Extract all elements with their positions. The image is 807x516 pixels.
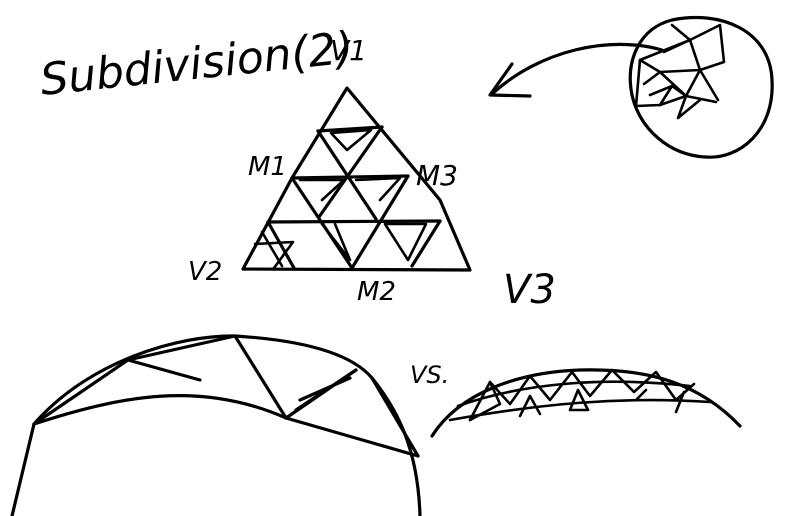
vertex-label-v3: V3: [503, 267, 556, 313]
zoom-detail: [628, 15, 774, 159]
coarse-dome-rib-2: [233, 334, 288, 420]
coarse-dome-rib-1: [126, 358, 202, 382]
subdivided-triangle: [241, 86, 472, 272]
vertex-label-v2: V2: [188, 257, 222, 287]
diagonal-right-3: [266, 220, 296, 270]
coarse-dome-outline: [10, 334, 422, 516]
zoom-mesh-6: [642, 70, 674, 97]
inner-triangle-bottom-3: [320, 222, 352, 262]
arrow-shaft: [490, 42, 664, 96]
fine-dome-mesh-2: [468, 380, 590, 422]
arrow-head: [488, 62, 532, 98]
coarse-dome-lower-band: [284, 416, 420, 458]
arrow-to-triangle: [488, 42, 664, 98]
inner-triangle-bottom-4: [383, 222, 428, 262]
comparison-label: VS.: [410, 361, 449, 389]
inner-triangle-mid-right: [354, 176, 402, 202]
coarse-dome-rib-3: [294, 368, 358, 412]
row-line-1: [316, 125, 384, 133]
zoom-mesh-2: [634, 58, 718, 108]
coarse-dome-rib-4: [370, 376, 420, 458]
inner-triangle-mid-left: [298, 178, 346, 202]
triangle-outline: [241, 86, 472, 272]
coarse-dome-mid-band: [32, 368, 358, 426]
zoom-circle: [628, 15, 774, 159]
fine-dome-mesh-1: [468, 368, 696, 422]
fine-dome-mesh-3: [634, 388, 686, 414]
coarse-dome-segments: [32, 334, 237, 426]
diagonal-left-1: [317, 125, 384, 219]
inner-triangle-bottom-2: [260, 230, 284, 268]
diagonal-left-3: [410, 219, 442, 268]
diagonal-left-2: [350, 174, 410, 270]
midpoint-label-m2: M2: [357, 277, 396, 307]
fine-dome: [430, 368, 742, 438]
zoom-mesh-4: [662, 23, 702, 72]
diagonal-right-1: [316, 129, 378, 221]
vertex-label-v1: V1: [330, 34, 367, 67]
coarse-dome: [10, 334, 422, 516]
midpoint-label-m1: M1: [248, 152, 287, 182]
title-text: Subdivision(2): [38, 22, 356, 106]
zoom-mesh-3: [658, 68, 720, 102]
midpoint-label-m3: M3: [416, 159, 458, 192]
inner-triangle-top: [329, 128, 373, 152]
row-line-3: [266, 219, 442, 224]
